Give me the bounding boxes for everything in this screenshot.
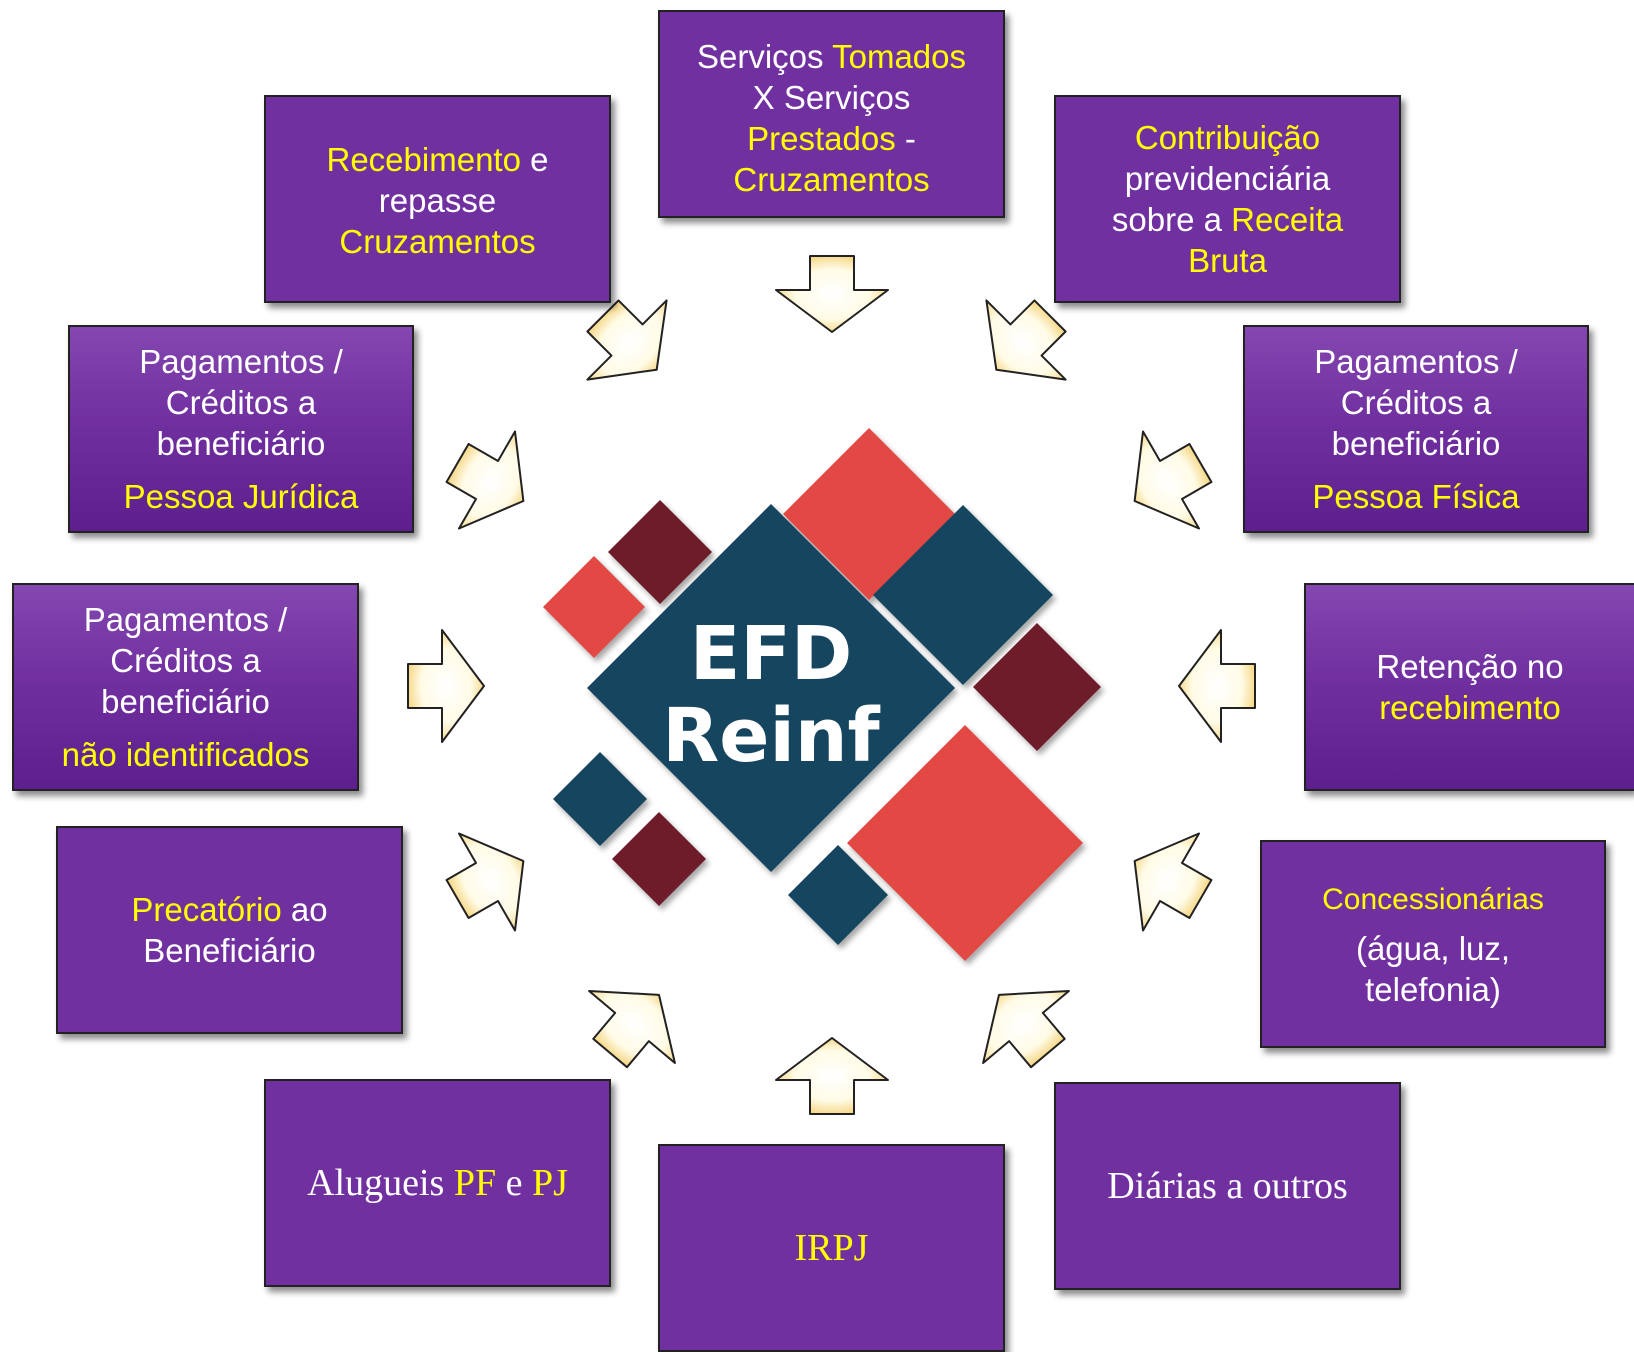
arrow-icon-r1 — [1105, 413, 1230, 551]
arrow-icon-r3 — [1105, 811, 1230, 949]
box-pagamentos-pf: Pagamentos / Créditos a beneficiário Pes… — [1243, 325, 1589, 533]
box-precatorio: Precatório ao Beneficiário — [56, 826, 403, 1034]
logo-square-bl-maroon — [612, 812, 706, 906]
logo-square-left-red — [543, 556, 645, 658]
logo-square-right-maroon — [973, 623, 1101, 751]
logo-text: EFD Reinf — [641, 613, 901, 777]
box-recebimento-repasse: Recebimento e repasse Cruzamentos — [264, 95, 611, 303]
logo-square-big-red — [847, 725, 1083, 961]
logo-square-right-navy — [873, 505, 1053, 685]
box-contribuicao-previdenciaria: Contribuição previdenciária sobre a Rece… — [1054, 95, 1401, 303]
box-alugueis: Alugueis PF e PJ — [264, 1079, 611, 1287]
arrow-down-icon — [775, 255, 889, 333]
logo-square-left-maroon — [608, 500, 712, 604]
logo-text-efd: EFD — [689, 611, 853, 697]
box-pagamentos-nao-identificados: Pagamentos / Créditos a beneficiário não… — [12, 583, 359, 791]
arrow-icon-br — [955, 957, 1092, 1091]
arrow-right-icon — [407, 629, 485, 743]
arrow-icon-l3 — [428, 811, 553, 949]
box-concessionarias: Concessionárias (água, luz, telefonia) — [1260, 840, 1606, 1048]
logo-square-bottom-navy — [788, 845, 888, 945]
box-irpj: IRPJ — [658, 1144, 1005, 1352]
arrow-left-icon — [1178, 629, 1256, 743]
box-diarias: Diárias a outros — [1054, 1082, 1401, 1290]
box-retencao-recebimento: Retenção no recebimento — [1304, 583, 1634, 791]
logo-text-reinf: Reinf — [662, 693, 880, 779]
arrow-icon-l1 — [428, 413, 553, 551]
box-pagamentos-pj: Pagamentos / Créditos a beneficiário Pes… — [68, 325, 414, 533]
box-servicos-tomados: Serviços Tomados X Serviços Prestados - … — [658, 10, 1005, 218]
logo-main-diamond — [587, 504, 955, 872]
arrow-up-icon — [775, 1037, 889, 1115]
arrow-icon-bl — [566, 957, 703, 1091]
logo-square-bl-navy — [553, 752, 647, 846]
